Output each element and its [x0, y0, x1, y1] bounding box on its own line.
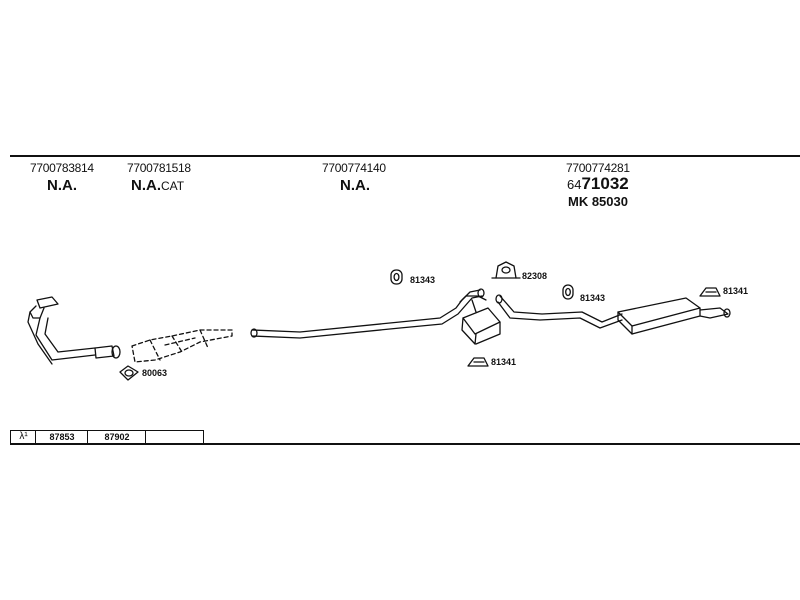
status-2-suffix: CAT: [161, 179, 185, 193]
status-2-text: N.A.: [131, 177, 161, 194]
top-rule: [10, 155, 800, 157]
rear-silencer-icon: [617, 297, 731, 335]
table-cell-1: 87853: [35, 430, 88, 444]
mk-number: MK 85030: [568, 194, 628, 209]
replacement-number: 6471032: [567, 174, 629, 194]
status-3-text: N.A.: [340, 177, 370, 194]
rubber-mount-icon: [699, 287, 721, 297]
callout-hanger-right: 81343: [580, 293, 606, 303]
callout-mount-rear: 81341: [723, 286, 749, 296]
parts-table: [10, 430, 204, 445]
status-3: N.A.: [340, 177, 370, 194]
part-number-4: 7700774281: [566, 161, 630, 175]
bottom-rule: [10, 443, 800, 445]
rubber-mount-icon: [467, 357, 489, 367]
table-cell-2: 87902: [87, 430, 146, 444]
table-cell-3: [145, 430, 204, 444]
part-number-1: 7700783814: [30, 161, 94, 175]
replacement-main: 71032: [581, 174, 629, 193]
part-number-2: 7700781518: [127, 161, 191, 175]
flange-gasket-icon: [119, 365, 139, 381]
status-1: N.A.: [47, 177, 77, 194]
table-symbol: λ¹: [10, 430, 36, 444]
rubber-hanger-icon: [562, 284, 574, 300]
callout-clamp: 82308: [522, 271, 548, 281]
part-number-3: 7700774140: [322, 161, 386, 175]
front-pipe-icon: [250, 288, 485, 339]
catalytic-converter-icon: [131, 329, 233, 363]
rear-pipe-icon: [495, 294, 623, 329]
pipe-clamp-icon: [491, 261, 521, 279]
manifold-pipe-icon: [27, 296, 121, 365]
rubber-hanger-icon: [390, 269, 403, 285]
callout-gasket: 80063: [142, 368, 168, 378]
status-1-text: N.A.: [47, 177, 77, 194]
status-2: N.A.CAT: [131, 177, 184, 194]
callout-hanger-left: 81343: [410, 275, 436, 285]
callout-mount-mid: 81341: [491, 357, 517, 367]
middle-silencer-icon: [459, 295, 501, 345]
replacement-prefix: 64: [567, 177, 582, 192]
